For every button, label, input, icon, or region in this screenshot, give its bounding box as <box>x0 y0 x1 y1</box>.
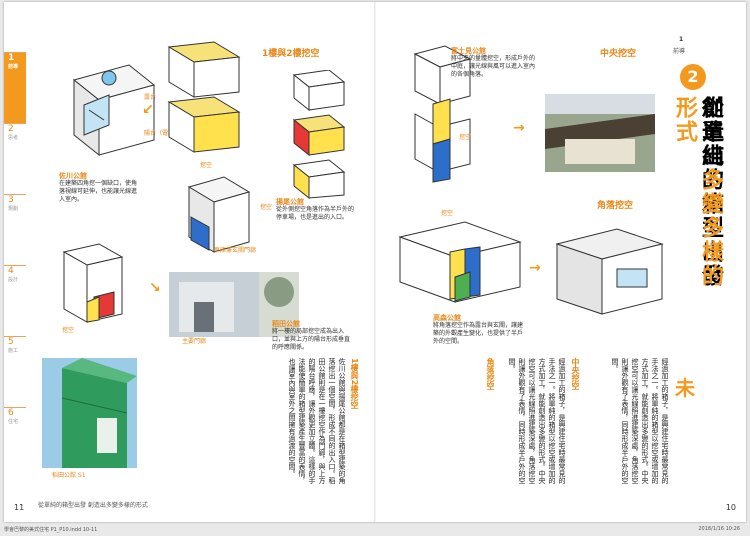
shinagawa-callout: 稻田公館 將一樓的局部挖空成為出入口，並與上方的陽台形成垂直的呼應關係。 <box>272 320 351 351</box>
saga-callout: 佐川公館 在建築四角挖一個缺口，使角落視線可延伸，也能讓光線進入室內。 <box>59 172 138 203</box>
label-void: 挖空 <box>200 162 213 169</box>
photo-caption: 稻田公館 S1 <box>52 472 86 479</box>
fujimi-diagram <box>413 45 472 183</box>
gutter <box>374 2 376 522</box>
section-tag-label: 前導 <box>673 48 686 55</box>
header-center-void: 中央挖空 <box>600 49 637 59</box>
tree-photo <box>259 272 299 337</box>
label-void3: 挖空 <box>62 327 75 334</box>
page-number: 11 <box>14 503 25 512</box>
arrow-icon: → <box>513 120 525 136</box>
label-entrance-car: 車庫兼玄關門廊 <box>214 247 257 254</box>
label-void-right2: 挖空 <box>441 210 454 217</box>
body-subhead: 1樓與2樓挖空 <box>350 358 359 410</box>
kanji-mark: 未 <box>675 376 695 400</box>
header-corner-void: 角落挖空 <box>597 201 634 211</box>
section-header: 1樓與2樓挖空 <box>262 49 320 59</box>
shinagawa-cube-diagram <box>62 243 124 323</box>
yokoso-callout: 揚尾公館 從外側挖空角落作為半戶外的停車場，也是進出的入口。 <box>276 198 355 221</box>
arrow-icon: ↙ <box>142 102 154 118</box>
label-terrace: 露台 <box>144 94 157 101</box>
takao-diagram <box>398 221 522 303</box>
subhead-corner: 角落挖空 <box>486 358 495 390</box>
section-tag-num: 1 <box>679 36 684 43</box>
entrance-photo <box>169 272 259 337</box>
takao-callout: 高森公館 將角落挖空作為露台與玄關，讓建築的外觀產生變化，也提供了半戶外的空間。 <box>433 314 524 345</box>
label-balcony: 陽台（電梯） <box>144 130 181 137</box>
yokoso-exploded-diagram <box>292 70 346 200</box>
page-title-line2: 創造出多變多樣的形式 <box>672 96 723 288</box>
arrow-icon: → <box>529 260 541 276</box>
arrow-icon: ↘ <box>149 280 161 296</box>
section-badge: 2 <box>680 64 706 90</box>
label-void2: 挖空 <box>260 204 273 211</box>
label-void-right: 挖空 <box>459 134 472 141</box>
right-body-text-2: 經過加工的箱子，是興建住宅時最常見的手法之一。將單純的箱型以挖空或增加的方式加工… <box>611 358 669 484</box>
print-meta-right: 2018/1/16 10:26 <box>698 526 740 532</box>
right-page: 1 前導 2 從單純的箱型出發 創造出多變多樣的形式 中央挖空 角落挖空 挖空 … <box>375 2 746 522</box>
yokoso-house-diagram <box>187 176 251 253</box>
fujimi-callout: 富士見公館 將中央的量體挖空，形成戶外的中庭，讓光線與風可以進入室內的各個角落。 <box>451 47 536 78</box>
saga-exploded-diagram <box>167 41 241 153</box>
fujimi-photo <box>545 94 655 172</box>
running-foot: 從單純的箱型出發 創造出多變多樣的形式 <box>38 502 148 509</box>
label-entrance: 主要門廊 <box>182 338 207 345</box>
right-body-text: 經過加工的箱子，是興建住宅時最常見的手法之一。將單純的箱型以挖空或增加的方式加工… <box>508 358 566 484</box>
page-title-line1: 從單純的箱型出發 <box>698 96 723 288</box>
subhead-center: 中央挖空 <box>571 358 580 390</box>
takao-render <box>555 228 664 315</box>
saga-house-diagram <box>72 64 156 157</box>
left-body-text: 佐川公館與揚尾公館都是在箱型建築的角落挖出一個空間，形成不同的出入口。稻田公館則… <box>288 358 346 484</box>
green-house-photo <box>42 358 137 468</box>
page-number: 10 <box>725 503 736 512</box>
print-meta-left: 學會巴黎的美式住宅 P1_P10.indd 10-11 <box>4 527 98 533</box>
